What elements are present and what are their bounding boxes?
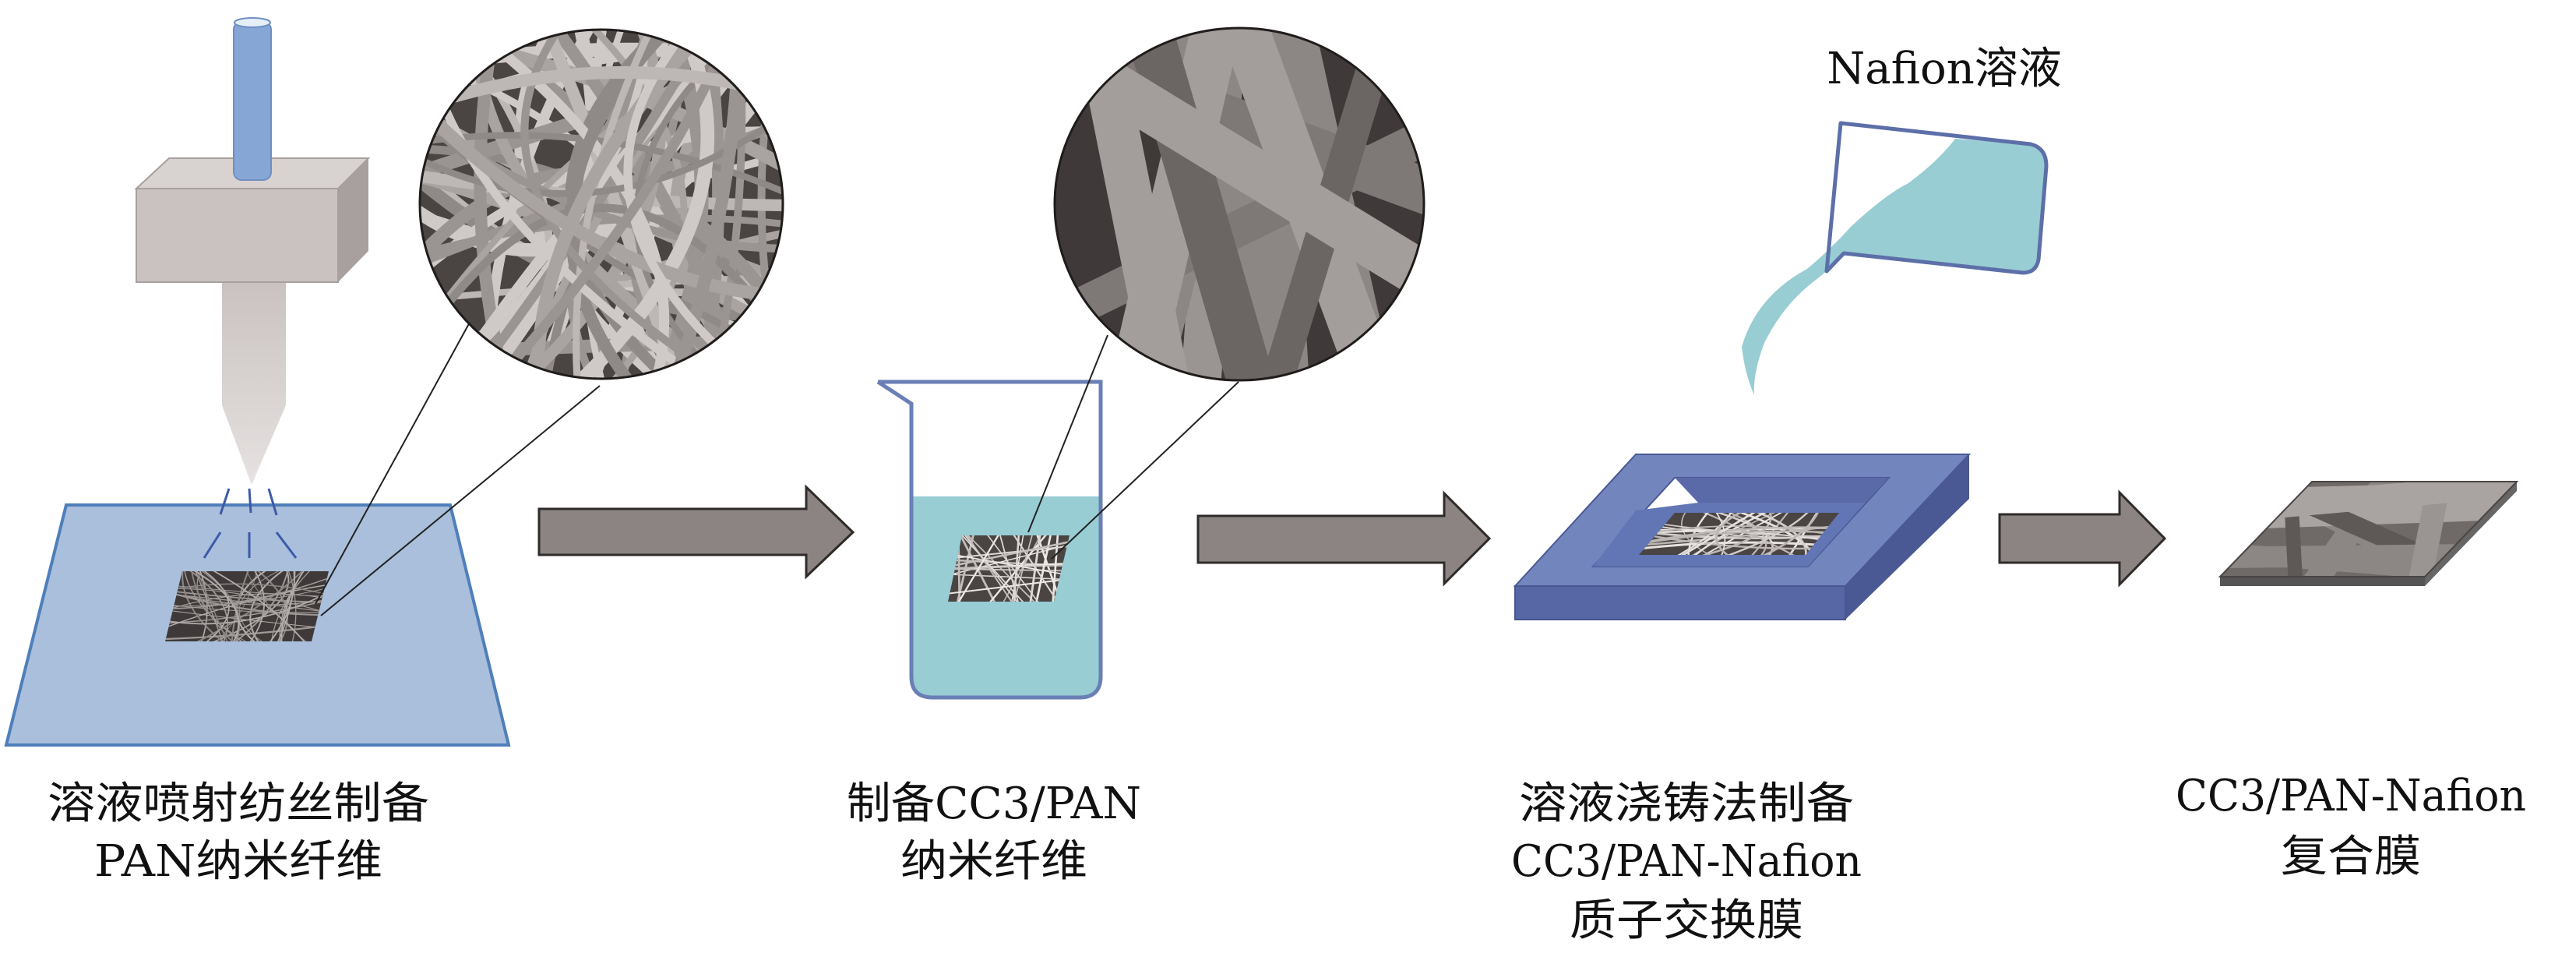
fiber-strand <box>2282 482 2303 577</box>
feed-tube <box>233 21 272 181</box>
fiber-strand <box>2220 543 2517 569</box>
fiber-strand <box>172 571 290 641</box>
step-label-4: CC3/PAN-Nafion 复合膜 <box>2176 771 2526 882</box>
fiber-strand <box>948 537 1070 571</box>
step-label-line: CC3/PAN-Nafion <box>2176 771 2526 821</box>
step-label-line: 溶液浇铸法制备 <box>1519 779 1854 829</box>
fiber-strand <box>949 535 1009 602</box>
step-label-2: 制备CC3/PAN 纳米纤维 <box>847 779 1141 887</box>
fiber-mat-patch <box>1639 513 1839 555</box>
spinneret-box-front <box>136 188 339 283</box>
fiber-strand <box>948 535 1038 602</box>
fiber-strand <box>238 571 315 641</box>
fiber-strand <box>256 571 295 641</box>
fiber-strand <box>475 30 742 379</box>
fiber-strand <box>214 571 291 641</box>
fiber-strand <box>280 571 315 641</box>
nafion-solution-label: Nafion溶液 <box>1827 44 2062 94</box>
fiber-strand <box>200 571 259 641</box>
fiber-strand <box>1690 513 1817 555</box>
fiber-strand <box>948 564 1070 570</box>
pouring-beaker-outline <box>1824 121 2049 275</box>
zoom-leader-line <box>1051 381 1239 560</box>
fiber-strand <box>249 571 307 641</box>
fiber-strand <box>181 571 245 641</box>
fiber-strand <box>1639 526 1839 548</box>
fiber-strand <box>1714 513 1807 555</box>
fiber-strand <box>1051 535 1060 602</box>
step-label-line: CC3/PAN-Nafion <box>1511 836 1862 887</box>
fiber-strand <box>165 571 240 641</box>
fiber-strand <box>1055 111 1424 342</box>
fiber-strand <box>948 543 1070 561</box>
fiber-strand <box>270 571 326 641</box>
fiber-strand <box>185 571 316 641</box>
fiber-strand <box>235 571 288 641</box>
beaker-outline <box>876 380 1103 700</box>
step-label-line: 纳米纤维 <box>900 836 1087 887</box>
step-label-line: 复合膜 <box>2281 832 2421 882</box>
process-arrow-2 <box>1196 490 1492 587</box>
step-label-line: PAN纳米纤维 <box>94 836 382 887</box>
fiber-strand <box>995 535 1024 602</box>
beaker-apparatus <box>876 26 1425 700</box>
fiber-strand <box>1122 28 1278 380</box>
feed-tube-opening <box>234 17 271 28</box>
fiber-strand <box>948 567 1070 572</box>
fiber-strand <box>948 550 1070 579</box>
process-arrow-1 <box>537 484 855 580</box>
spray-lines <box>203 488 298 559</box>
fiber-strand <box>165 595 329 625</box>
fiber-strand <box>165 571 228 641</box>
step-label-line: 溶液喷射纺丝制备 <box>48 779 429 829</box>
casting-mold-front <box>1514 585 1846 620</box>
process-arrow-3 <box>1998 489 2167 588</box>
fiber-strand <box>1779 513 1829 555</box>
fiber-strand <box>1676 513 1810 555</box>
step-label-line: 制备CC3/PAN <box>847 779 1141 829</box>
fiber-strand <box>977 535 1059 602</box>
zoom-leader-line <box>315 319 472 605</box>
fiber-strand <box>279 571 317 641</box>
fiber-strand <box>178 571 230 641</box>
fiber-strand <box>1729 513 1823 555</box>
step-label-line: 质子交换膜 <box>1570 895 1803 946</box>
step-label-1: 溶液喷射纺丝制备 PAN纳米纤维 <box>48 779 429 887</box>
fiber-strand <box>237 571 265 641</box>
fiber-strand <box>420 214 783 262</box>
fiber-strand <box>555 30 715 379</box>
step-label-3: 溶液浇铸法制备 CC3/PAN-Nafion 质子交换膜 <box>1511 779 1862 946</box>
casting-mold-side <box>1845 454 1969 620</box>
sem-magnified-view-pan <box>420 30 783 379</box>
fiber-strand <box>420 97 783 197</box>
fiber-strand <box>952 535 1030 602</box>
fiber-strand <box>240 571 327 641</box>
fiber-strand <box>952 535 1050 602</box>
spray-nozzle <box>222 282 286 485</box>
sem-magnified-view-cc3-pan <box>1055 28 1424 380</box>
fiber-strand <box>165 571 329 610</box>
zoom-leader-line <box>320 385 601 616</box>
spinneret-box-side <box>338 158 368 282</box>
fiber-strand <box>1683 513 1820 555</box>
casting-mold-cavity-wall <box>1675 478 1889 503</box>
pouring-liquid <box>1742 139 2046 395</box>
fiber-strand <box>230 571 255 641</box>
fiber-mat-patch <box>948 535 1070 602</box>
sem-circle-border <box>1053 26 1425 382</box>
zoom-leader-line <box>1027 334 1108 533</box>
fiber-strand <box>176 571 241 641</box>
fiber-strand <box>1012 535 1021 602</box>
fiber-strand <box>975 535 1051 602</box>
fiber-strand <box>955 535 1024 602</box>
fiber-strand <box>166 571 318 641</box>
solution-casting-apparatus: Nafion溶液 <box>1513 44 2062 620</box>
spray-spinning-apparatus <box>4 17 784 747</box>
fiber-strand <box>165 584 329 607</box>
fiber-strand <box>1681 513 1745 555</box>
composite-membrane <box>2218 481 2519 586</box>
sem-circle-border <box>418 28 784 380</box>
